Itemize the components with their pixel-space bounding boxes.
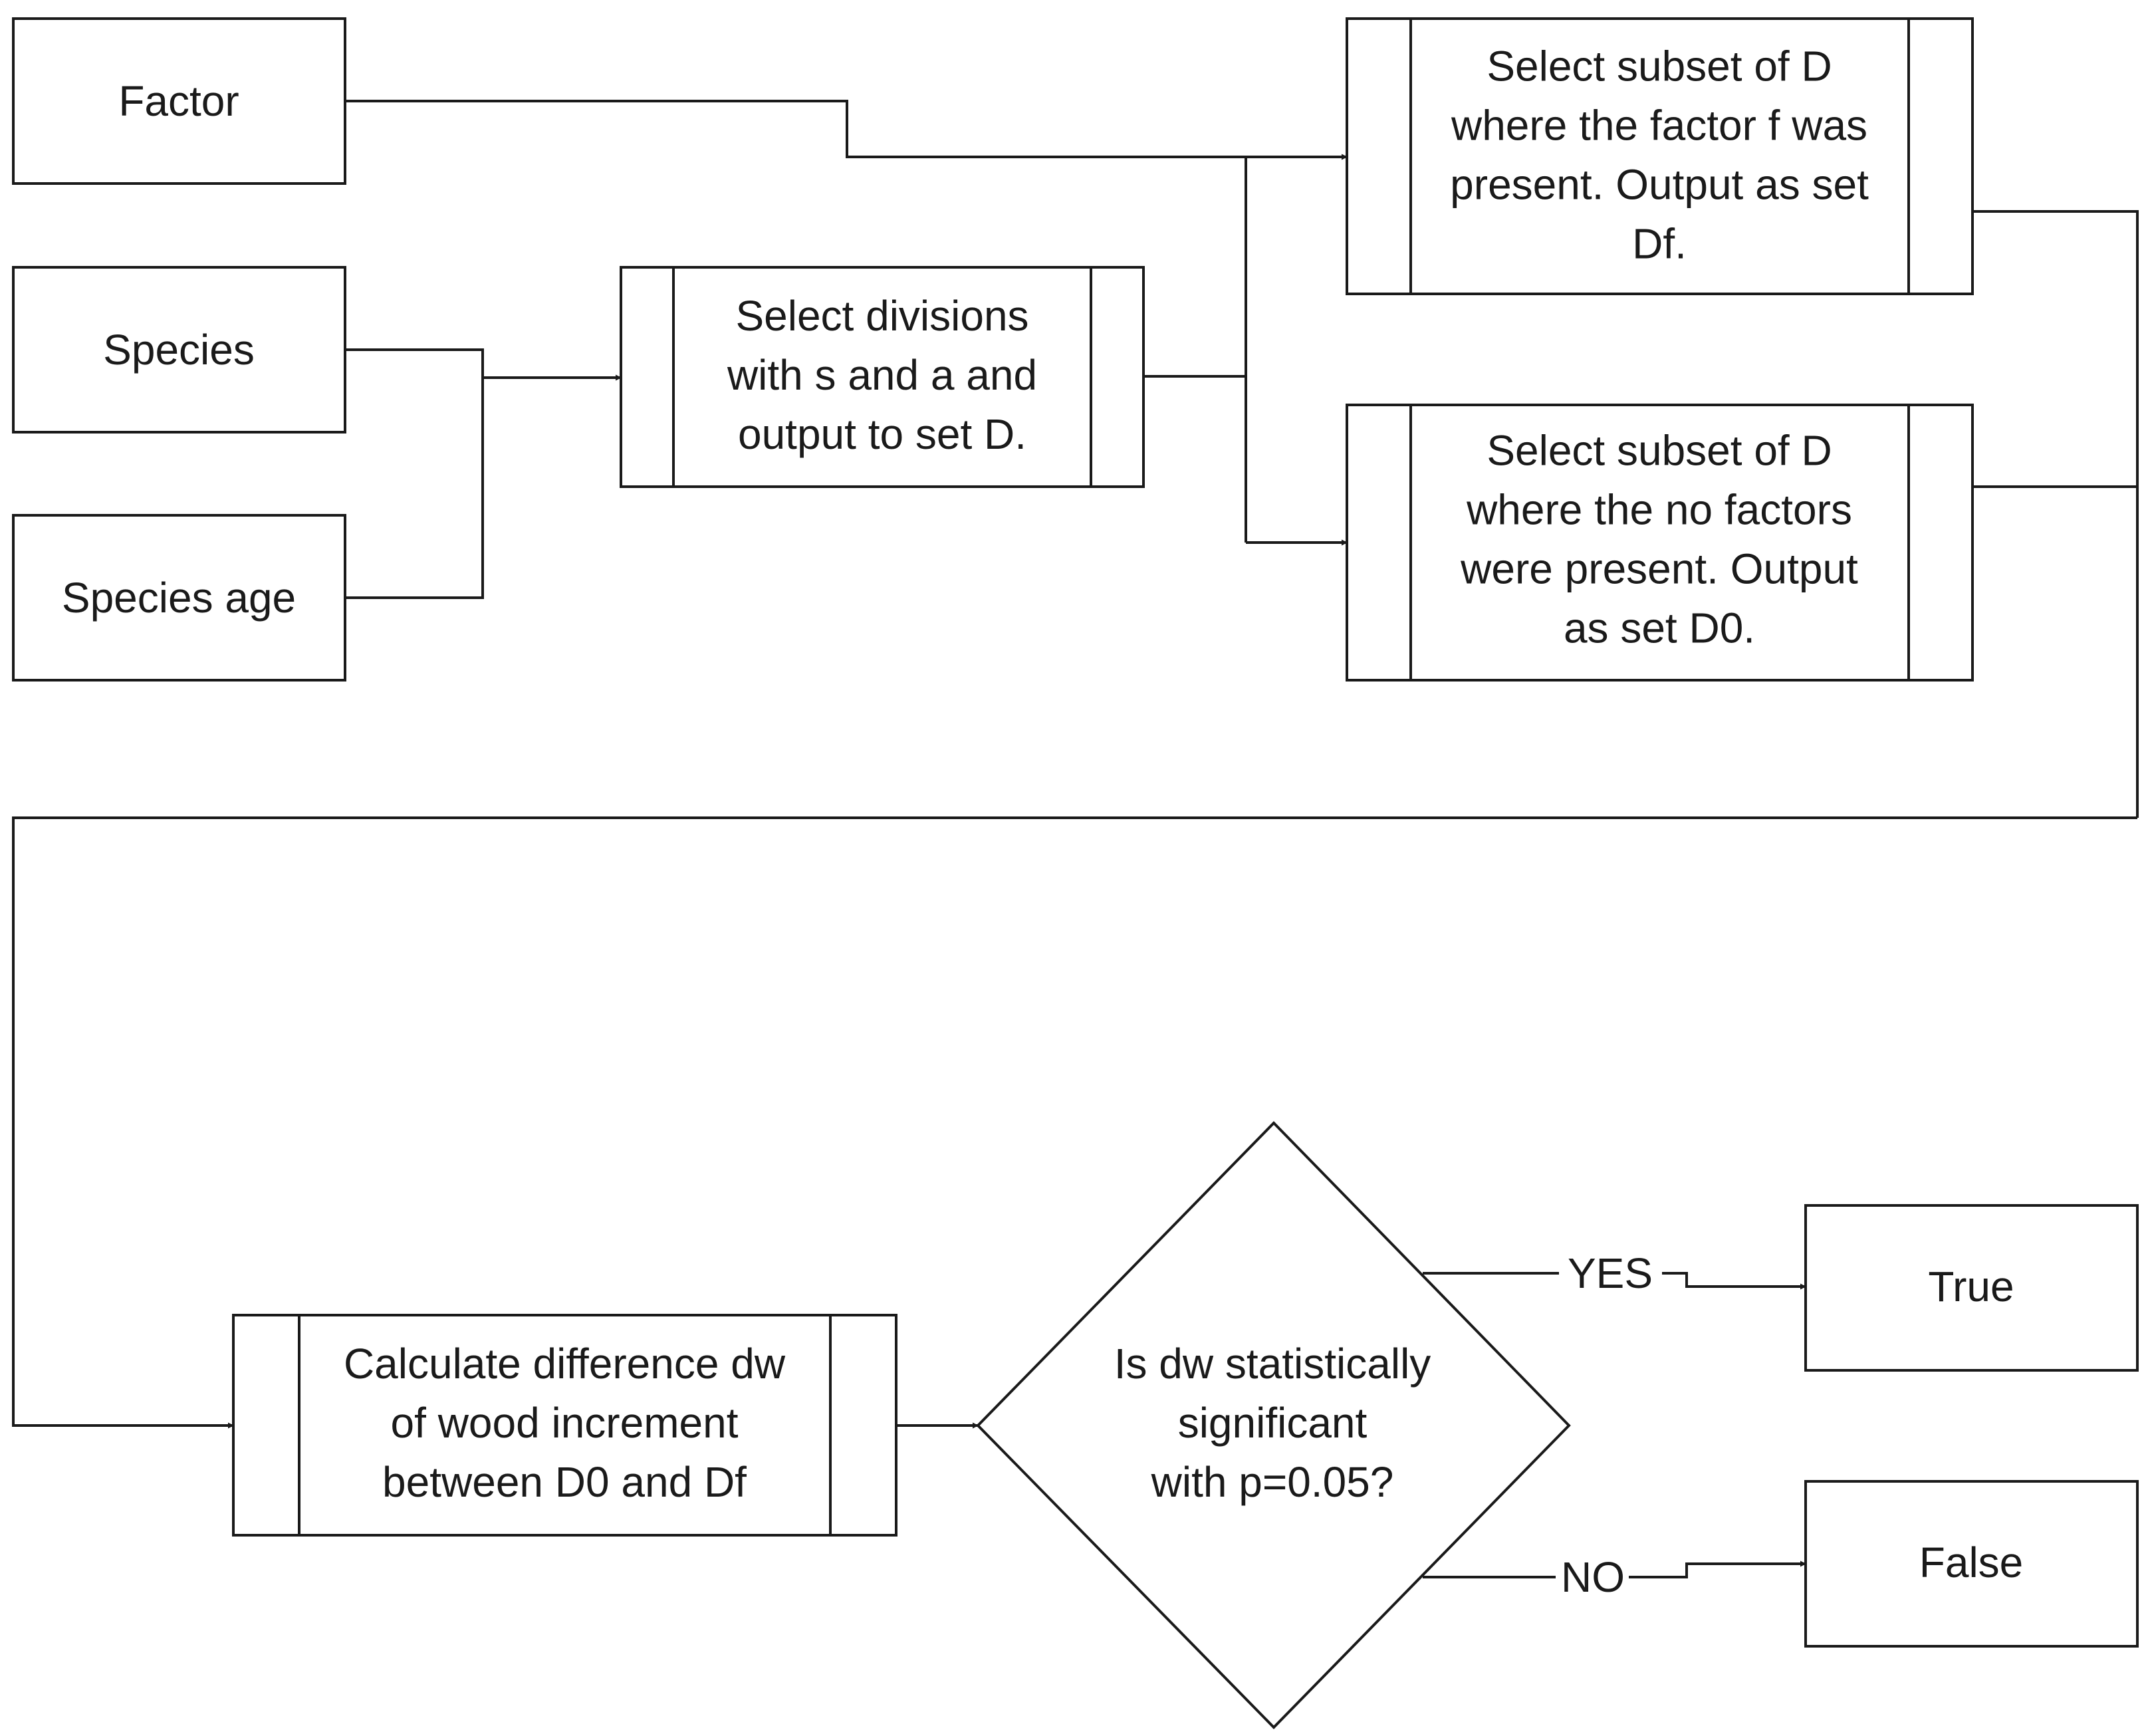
edge-species-age-to-join [345,378,484,599]
label-line: Select subset of D [1487,43,1832,90]
label-line: were present. Output [1460,545,1858,593]
edge-no-to-false [1629,1560,1806,1578]
label-line: Select subset of D [1487,427,1832,475]
species-box [12,266,346,434]
label-line: significant [1178,1399,1368,1447]
edge-subset-df-to-merge [1972,210,2139,818]
false-result-label: False [1919,1539,2024,1586]
label-line: Select divisions [735,292,1028,340]
species-age-box [12,514,346,682]
label-line: output to set D. [738,410,1026,458]
label-line: with s and a and [727,351,1037,399]
yes-edge-label: YES [1568,1249,1653,1297]
subset-d0-label: Select subset of D where the no factors we… [1460,427,1858,652]
label-line: between D0 and Df [382,1458,747,1506]
decision-diamond [976,1121,1571,1729]
subset-df-box [1346,17,1974,295]
no-edge-label: NO [1561,1553,1625,1601]
factor-box [12,17,346,185]
nodes: Factor Species Species age Select divisi… [12,17,2139,1729]
decision-label: Is dw statistically significant with p=0.0… [1114,1340,1431,1506]
edge-species-to-join [345,348,484,378]
label-line: Calculate difference dw [344,1340,786,1388]
select-divisions-label: Select divisions with s and a and output t… [727,292,1037,458]
label-line: with p=0.05? [1151,1458,1394,1506]
label-line: of wood increment [391,1399,739,1447]
factor-label: Factor [118,77,239,125]
label-line: Factor [118,77,239,125]
label-line: where the factor f was [1451,102,1867,150]
false-result-box [1804,1480,2139,1648]
label-line: as set D0. [1564,604,1755,652]
label-line: False [1919,1539,2024,1586]
label-line: Is dw statistically [1114,1340,1431,1388]
calc-difference-label: Calculate difference dw of wood increment… [344,1340,786,1506]
edge-merge-to-calc [12,816,2137,1429]
label-line: Species [103,326,255,374]
species-age-label: Species age [62,574,296,622]
label-line: where the no factors [1466,486,1852,534]
label-line: True [1928,1263,2014,1310]
species-label: Species [103,326,255,374]
subset-d0-box [1346,404,1974,682]
select-divisions-box [620,266,1145,488]
edge-factor-to-junction [345,100,1246,158]
true-result-label: True [1928,1263,2014,1310]
label-line: Df. [1632,220,1687,268]
label-line: Species age [62,574,296,622]
edge-yes-to-true [1662,1272,1806,1290]
true-result-box [1804,1204,2139,1372]
subset-df-label: Select subset of D where the factor f was… [1450,43,1869,268]
calc-difference-box [232,1314,897,1537]
label-line: present. Output as set [1450,161,1869,209]
edges: YES NO [12,100,2139,1601]
